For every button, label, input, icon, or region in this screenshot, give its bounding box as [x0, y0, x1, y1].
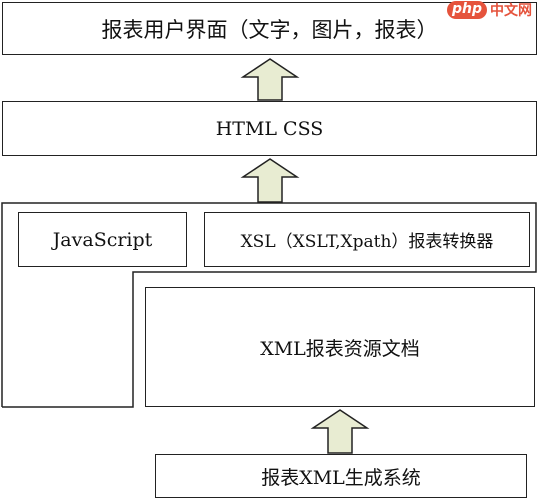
up-arrow-2 [240, 158, 300, 203]
xml-document-label: XML报表资源文档 [260, 337, 420, 360]
javascript-box: JavaScript [18, 212, 187, 267]
xml-document-box: XML报表资源文档 [145, 287, 535, 407]
javascript-label: JavaScript [52, 228, 153, 251]
xml-generator-box: 报表XML生成系统 [155, 454, 527, 498]
up-arrow-1 [240, 58, 300, 101]
php-logo: php [446, 1, 487, 19]
site-name: 中文网 [490, 3, 532, 19]
xml-generator-label: 报表XML生成系统 [261, 466, 421, 489]
site-watermark: php 中文网 [446, 0, 532, 20]
xsl-converter-box: XSL（XSLT,Xpath）报表转换器 [204, 212, 530, 267]
up-arrow-3 [310, 409, 370, 454]
user-interface-label: 报表用户界面（文字，图片，报表） [101, 17, 438, 42]
xsl-converter-label: XSL（XSLT,Xpath）报表转换器 [240, 232, 494, 252]
html-css-box: HTML CSS [2, 101, 537, 156]
html-css-label: HTML CSS [215, 117, 324, 140]
